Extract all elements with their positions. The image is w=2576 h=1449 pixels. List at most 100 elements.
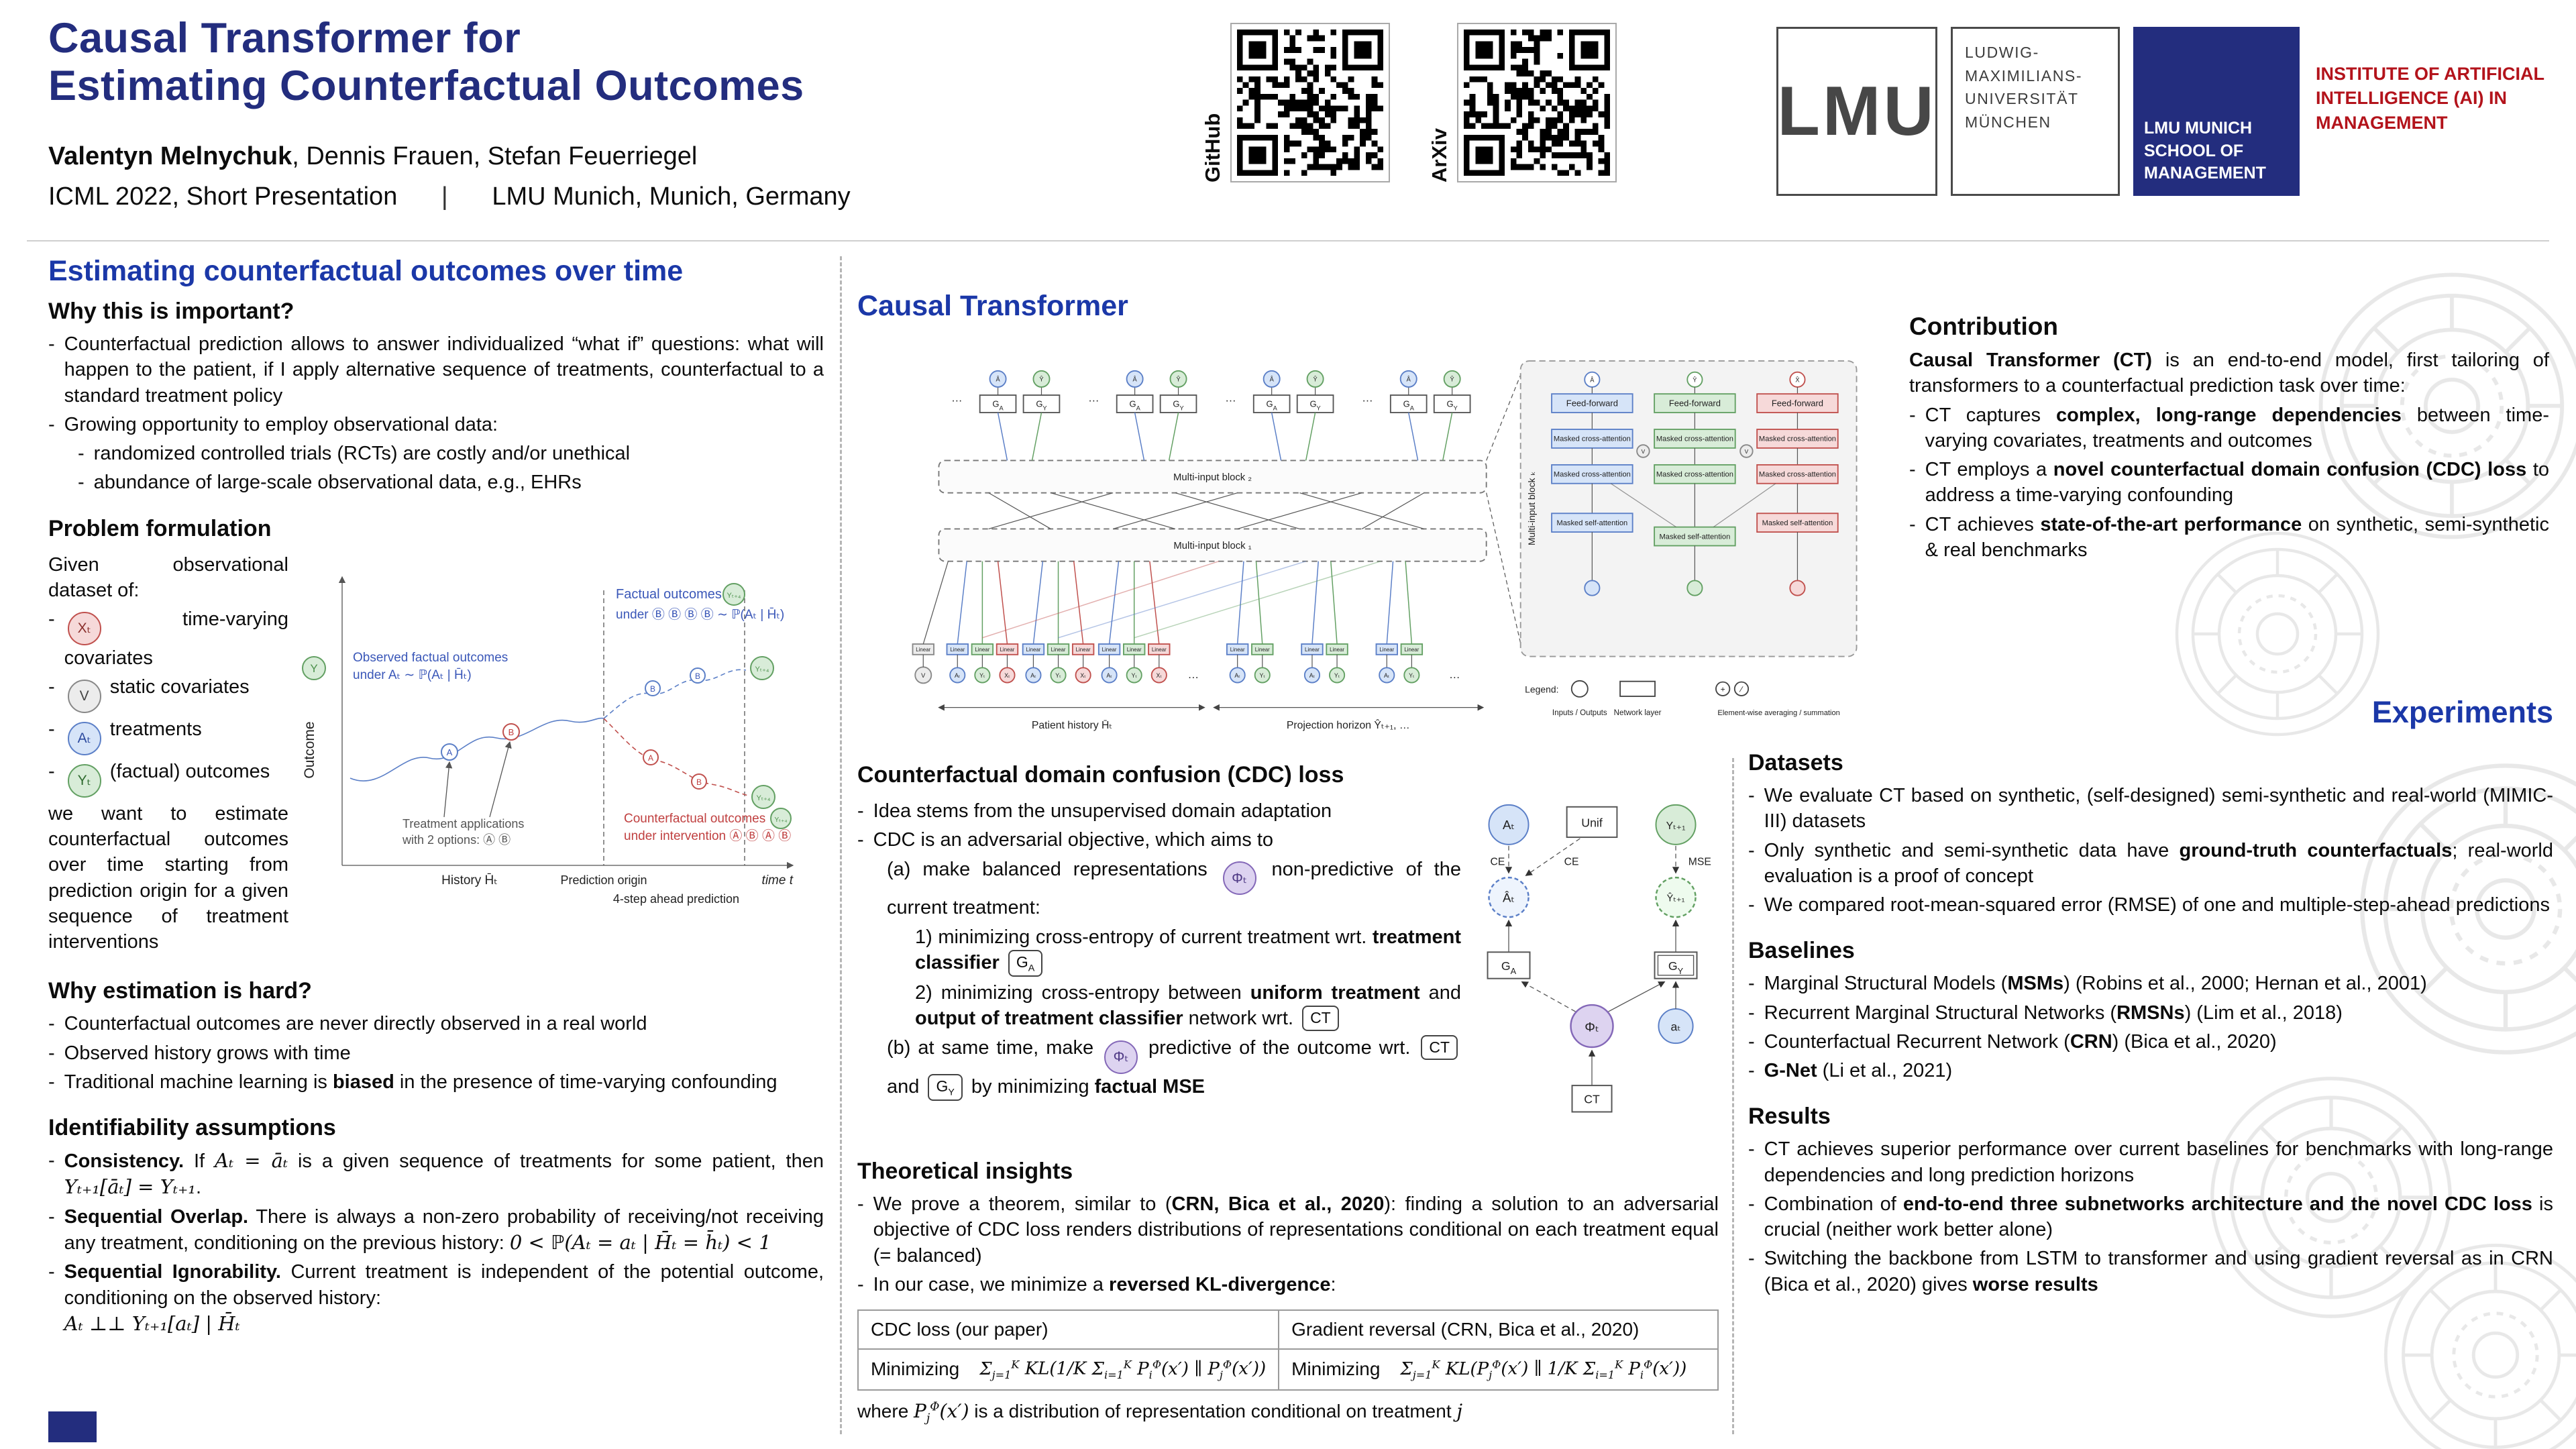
- svg-text:Factual outcomes: Factual outcomes: [616, 587, 722, 602]
- github-qr-icon: [1237, 30, 1383, 176]
- svg-text:A: A: [447, 747, 453, 757]
- time-span-arrows: Patient history H̄ₜ Projection horizon Ŷ…: [938, 704, 1485, 731]
- experiments-heading: Experiments: [2371, 695, 2553, 729]
- table-row: Minimizing Σj=1K KL(1∕K Σi=1K PiΦ(x′) ∥ …: [857, 1348, 1719, 1391]
- svg-text:Masked cross-attention: Masked cross-attention: [1554, 435, 1631, 443]
- baselines-heading: Baselines: [1748, 938, 1855, 964]
- svg-text:Unif: Unif: [1581, 816, 1603, 829]
- svg-text:Φₜ: Φₜ: [1585, 1020, 1599, 1034]
- bullet-item: Switching the backbone from LSTM to tran…: [1748, 1246, 2553, 1297]
- svg-text:Element-wise averaging / summa: Element-wise averaging / summation: [1717, 709, 1839, 717]
- arxiv-qr-code: [1457, 23, 1617, 182]
- svg-text:Feed-forward: Feed-forward: [1566, 398, 1618, 409]
- outcome-timeline-chart: Y Outcome A B B B Yₜ₊₄: [302, 576, 794, 906]
- bullet-item: Combination of end-to-end three subnetwo…: [1748, 1191, 2553, 1243]
- bullet-item: In our case, we minimize a reversed KL-d…: [857, 1272, 1719, 1297]
- svg-text:Masked cross-attention: Masked cross-attention: [1656, 435, 1733, 443]
- cdc-loss-text: Idea stems from the unsupervised domain …: [857, 795, 1461, 1138]
- svg-text:Legend:: Legend:: [1525, 684, 1558, 694]
- bullet-item: Idea stems from the unsupervised domain …: [857, 798, 1461, 824]
- svg-text:∕: ∕: [1739, 684, 1743, 694]
- input-embeddings: V Linear … …: [912, 561, 1460, 684]
- bullet-item: We compared root-mean-squared error (RMS…: [1748, 892, 2553, 918]
- svg-text:Patient history H̄ₜ: Patient history H̄ₜ: [1032, 720, 1112, 731]
- bullet-item: Yₜ (factual) outcomes: [48, 759, 288, 798]
- svg-text:X̂: X̂: [1795, 376, 1799, 384]
- svg-text:…: …: [1225, 391, 1236, 404]
- bullet-item: Observed history grows with time: [48, 1040, 824, 1066]
- university-logo: LUDWIG-MAXIMILIANS-UNIVERSITÄT MÜNCHEN: [1951, 27, 2120, 196]
- bullet-item: (a) make balanced representations Φₜ non…: [887, 858, 1461, 919]
- venue-conference: ICML 2022, Short Presentation: [48, 182, 398, 211]
- problem-formulation-row: Given observational dataset of: Xₜ time-…: [48, 549, 824, 959]
- school-of-management-logo: LMU MUNICH SCHOOL OF MANAGEMENT: [2133, 27, 2300, 196]
- contribution-heading: Contribution: [1909, 313, 2058, 340]
- github-qr-label: GitHub: [1201, 113, 1224, 182]
- svg-text:Â: Â: [1590, 377, 1595, 384]
- svg-text:Âₜ: Âₜ: [1503, 891, 1515, 905]
- left-column: Estimating counterfactual outcomes over …: [48, 255, 824, 1340]
- results-heading: Results: [1748, 1104, 1831, 1130]
- svg-text:under intervention Ⓐ Ⓑ Ⓐ Ⓑ: under intervention Ⓐ Ⓑ Ⓐ Ⓑ: [624, 828, 791, 843]
- bullet-item: Counterfactual outcomes are never direct…: [48, 1011, 824, 1036]
- svg-text:Ŷₜ₊₁: Ŷₜ₊₁: [1667, 893, 1685, 904]
- why-important-heading: Why this is important?: [48, 299, 294, 324]
- table-footnote: where PjΦ(x′) is a distribution of repre…: [857, 1399, 1463, 1426]
- venue-location: LMU Munich, Munich, Germany: [492, 182, 851, 211]
- bullet-item: Marginal Structural Models (MSMs) (Robin…: [1748, 971, 2553, 996]
- inter-block-attention-lines: [988, 492, 1425, 530]
- svg-text:4-step ahead prediction: 4-step ahead prediction: [613, 892, 739, 906]
- bullet-item: CT achieves state-of-the-art performance…: [1909, 512, 2549, 564]
- svg-text:GA: GA: [1501, 959, 1517, 976]
- svg-text:Yₜ₊₁: Yₜ₊₁: [1666, 820, 1686, 832]
- bullet-item: CT employs a novel counterfactual domain…: [1909, 457, 2549, 508]
- svg-text:Multi-input block ₖ: Multi-input block ₖ: [1526, 472, 1537, 545]
- svg-text:B: B: [650, 684, 655, 694]
- svg-text:…: …: [1088, 391, 1099, 404]
- cdc-loss-heading: Counterfactual domain confusion (CDC) lo…: [857, 762, 1344, 788]
- svg-text:Ŷ: Ŷ: [1693, 377, 1697, 384]
- input-to-block-lines: [957, 560, 1413, 645]
- authors-line: Valentyn Melnychuk, Dennis Frauen, Stefa…: [48, 142, 698, 170]
- svg-text:Outcome: Outcome: [302, 721, 317, 778]
- arxiv-qr-label: ArXiv: [1428, 128, 1451, 182]
- svg-text:Yₜ₊₄: Yₜ₊₄: [755, 665, 769, 674]
- problem-figure: Y Outcome A B B B Yₜ₊₄: [288, 549, 817, 959]
- svg-text:B: B: [508, 727, 515, 737]
- cdc-diagram: Aₜ Unif Yₜ₊₁ CE CE MSE Âₜ Ŷₜ₊₁ GA: [1487, 804, 1711, 1113]
- github-qr-block: GitHub: [1201, 23, 1390, 182]
- causal-transformer-architecture-figure: Causal Transformer Linear Linear Linear …: [857, 290, 1904, 753]
- middle-column-heading: Causal Transformer: [857, 290, 1128, 322]
- svg-text:MSE: MSE: [1688, 856, 1711, 867]
- architecture-diagram: Linear Linear Linear Aₜ Yₜ Xₜ Linear Lin…: [912, 360, 1858, 731]
- svg-text:…: …: [1362, 391, 1373, 404]
- svg-text:GY: GY: [1668, 959, 1684, 976]
- svg-text:under Aₜ ∼ ℙ(Aₜ | H̄ₜ): under Aₜ ∼ ℙ(Aₜ | H̄ₜ): [353, 668, 472, 682]
- svg-text:B: B: [696, 777, 702, 787]
- arxiv-qr-icon: [1464, 30, 1610, 176]
- lmu-logo: LMU: [1776, 27, 1937, 196]
- arxiv-qr-block: ArXiv: [1428, 23, 1617, 182]
- table-header-gradient-reversal: Gradient reversal (CRN, Bica et al., 202…: [1278, 1309, 1719, 1350]
- svg-text:under Ⓑ Ⓑ Ⓑ Ⓑ ∼ ℙ(Aₜ | H̄ₜ): under Ⓑ Ⓑ Ⓑ Ⓑ ∼ ℙ(Aₜ | H̄ₜ): [616, 607, 784, 622]
- svg-text:…: …: [951, 391, 963, 404]
- poster-title: Causal Transformer for Estimating Counte…: [48, 15, 804, 110]
- svg-text:History H̄ₜ: History H̄ₜ: [441, 873, 498, 888]
- datasets-heading: Datasets: [1748, 750, 1843, 775]
- left-column-heading: Estimating counterfactual outcomes over …: [48, 255, 684, 287]
- cdc-figure: Aₜ Unif Yₜ₊₁ CE CE MSE Âₜ Ŷₜ₊₁ GA: [1468, 795, 1719, 1138]
- multi-input-block-bottom: [938, 528, 1487, 562]
- svg-text:Counterfactual outcomes: Counterfactual outcomes: [624, 812, 765, 826]
- table-cell-cdc-formula: Minimizing Σj=1K KL(1∕K Σi=1K PiΦ(x′) ∥ …: [857, 1348, 1280, 1391]
- theoretical-insights-heading: Theoretical insights: [857, 1159, 1073, 1184]
- svg-text:CE: CE: [1490, 856, 1505, 867]
- multi-input-block-detail: Multi-input block ₖ Â Feed-forward Maske…: [1519, 360, 1858, 657]
- cdc-loss-formula: Σj=1K KL(1∕K Σi=1K PiΦ(x′) ∥ PjΦ(x′)): [979, 1358, 1267, 1381]
- institute-label: INSTITUTE OF ARTIFICIAL INTELLIGENCE (AI…: [2316, 64, 2544, 133]
- bullet-item: G-Net (Li et al., 2021): [1748, 1058, 2553, 1083]
- svg-text:Masked cross-attention: Masked cross-attention: [1759, 471, 1836, 479]
- bullet-item: Traditional machine learning is biased i…: [48, 1069, 824, 1095]
- bullet-item: Counterfactual Recurrent Network (CRN) (…: [1748, 1029, 2553, 1055]
- svg-text:Masked cross-attention: Masked cross-attention: [1656, 471, 1733, 479]
- bullet-item: 2) minimizing cross-entropy between unif…: [915, 980, 1461, 1032]
